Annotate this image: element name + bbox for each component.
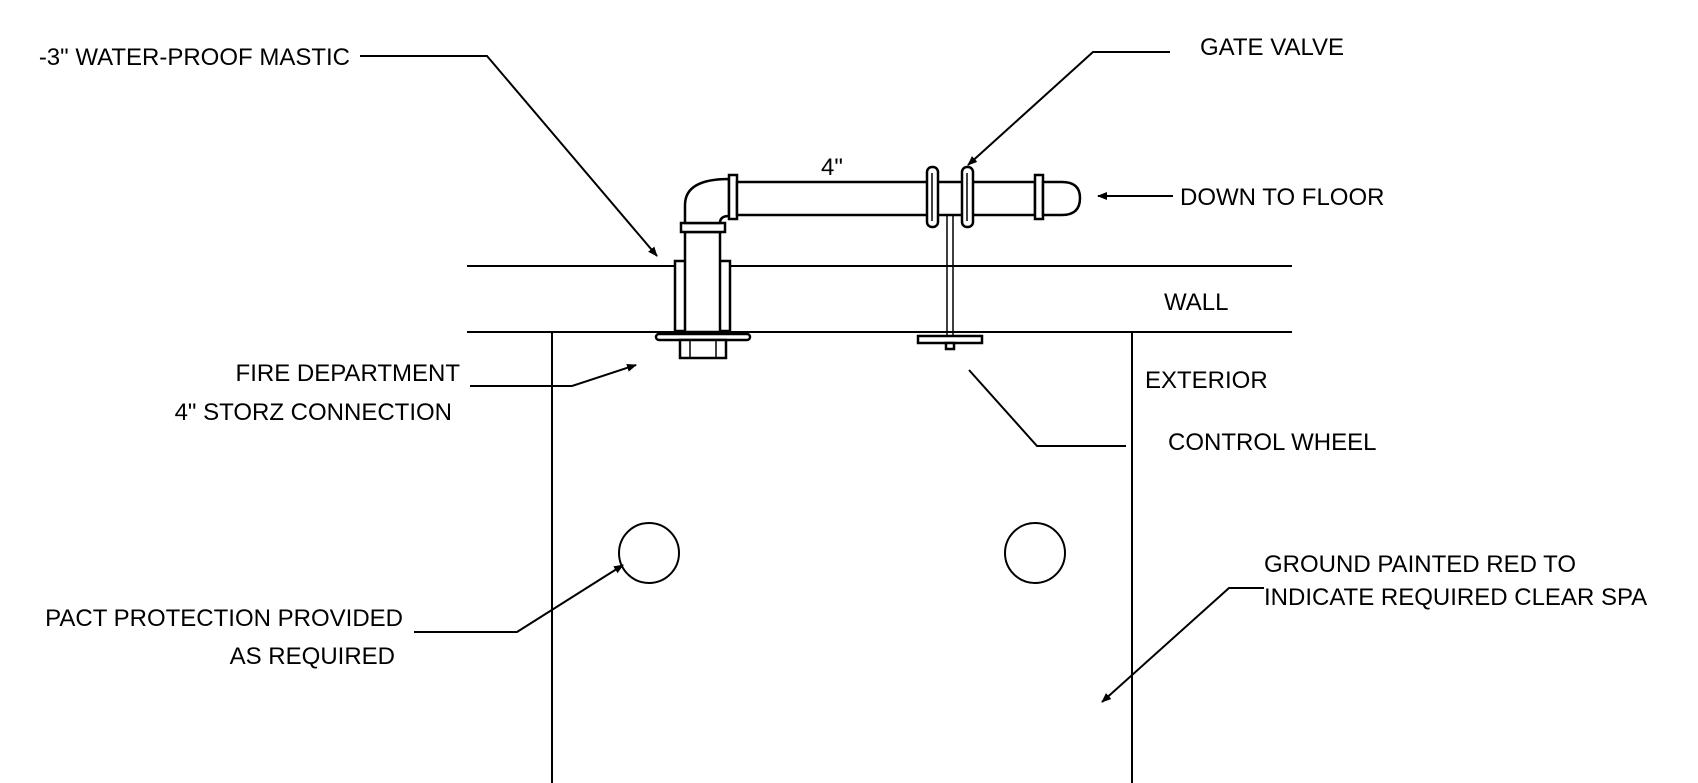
control-wheel-label: CONTROL WHEEL: [1168, 429, 1376, 456]
gate-valve-leader: [967, 51, 1170, 166]
fd-label-line2: 4" STORZ CONNECTION: [175, 399, 452, 426]
gate-valve: [916, 165, 984, 351]
ground-painted-label-line1: GROUND PAINTED RED TO: [1264, 551, 1576, 578]
mastic-leader: [360, 55, 658, 257]
pipe-size-label: 4": [821, 154, 843, 181]
ground-painted-label-line2: INDICATE REQUIRED CLEAR SPA: [1264, 584, 1647, 611]
ground-painted-leader: [1101, 587, 1264, 703]
impact-protection-label-line2: AS REQUIRED: [230, 643, 395, 670]
gate-valve-label: GATE VALVE: [1200, 34, 1344, 61]
bollard-right: [1004, 522, 1066, 584]
exterior-label: EXTERIOR: [1145, 367, 1268, 394]
fd-label-line1: FIRE DEPARTMENT: [236, 360, 461, 387]
impact-protection-label-line1: PACT PROTECTION PROVIDED: [45, 605, 403, 632]
bollard-left: [618, 522, 680, 584]
wall-penetration-pipe: [654, 221, 752, 360]
end-cap: [1041, 180, 1082, 217]
horizontal-pipe: [735, 180, 1037, 217]
control-wheel-leader: [968, 369, 1126, 447]
fd-connection-leader: [470, 364, 637, 387]
down-to-floor-label: DOWN TO FLOOR: [1180, 184, 1384, 211]
impact-protection-leader: [414, 564, 624, 633]
mastic-label: -3" WATER-PROOF MASTIC: [39, 44, 350, 71]
pipe-elbow: [683, 177, 731, 225]
wall-label: WALL: [1164, 289, 1228, 316]
